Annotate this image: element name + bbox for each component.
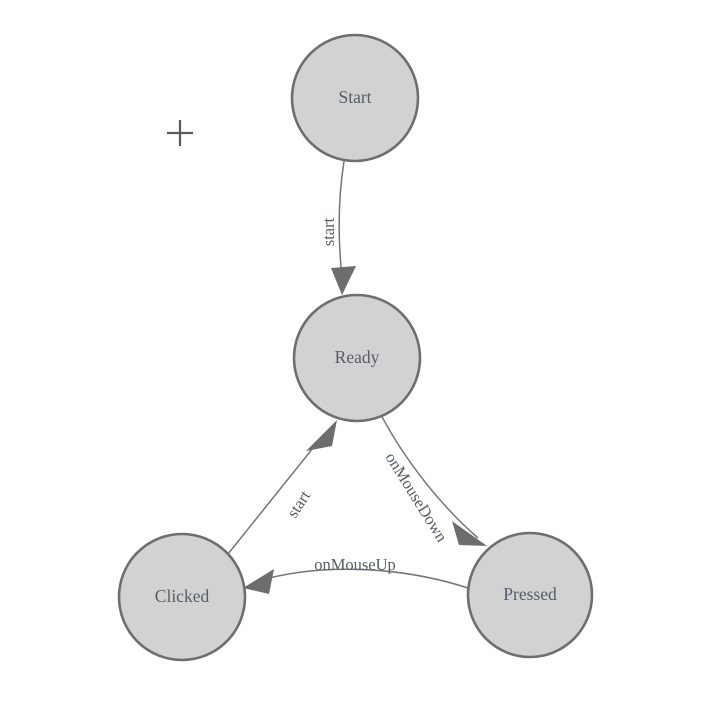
node-label-clicked: Clicked [155,586,210,606]
edge-clicked-to-ready[interactable]: start [227,420,337,555]
node-pressed[interactable]: Pressed [466,531,594,659]
edge-path [257,568,469,589]
node-shape[interactable] [292,293,422,423]
arrowhead-icon [331,266,356,295]
edge-pressed-to-clicked[interactable]: onMouseUp [243,555,469,594]
node-clicked[interactable]: Clicked [117,532,247,662]
node-shape[interactable] [466,531,594,659]
arrowhead-icon [452,521,487,546]
node-shape[interactable] [290,33,420,163]
node-start[interactable]: Start [290,33,420,163]
node-label-start: Start [338,87,371,107]
edge-label-clicked-to-ready: start [283,487,315,522]
arrowhead-icon [243,569,274,594]
node-ready[interactable]: Ready [292,293,422,423]
edge-path [380,414,479,539]
edge-start-to-ready[interactable]: start [319,160,356,295]
edge-label-start-to-ready: start [319,217,338,246]
node-label-pressed: Pressed [503,584,557,604]
node-shape[interactable] [117,532,247,662]
edge-label-pressed-to-clicked: onMouseUp [314,555,396,574]
node-label-ready: Ready [335,347,380,367]
edge-path [338,160,345,278]
edge-ready-to-pressed[interactable]: onMouseDown [380,414,487,546]
crosshair-icon[interactable] [167,120,193,146]
arrowhead-icon [306,420,337,451]
edge-label-ready-to-pressed: onMouseDown [381,449,451,545]
